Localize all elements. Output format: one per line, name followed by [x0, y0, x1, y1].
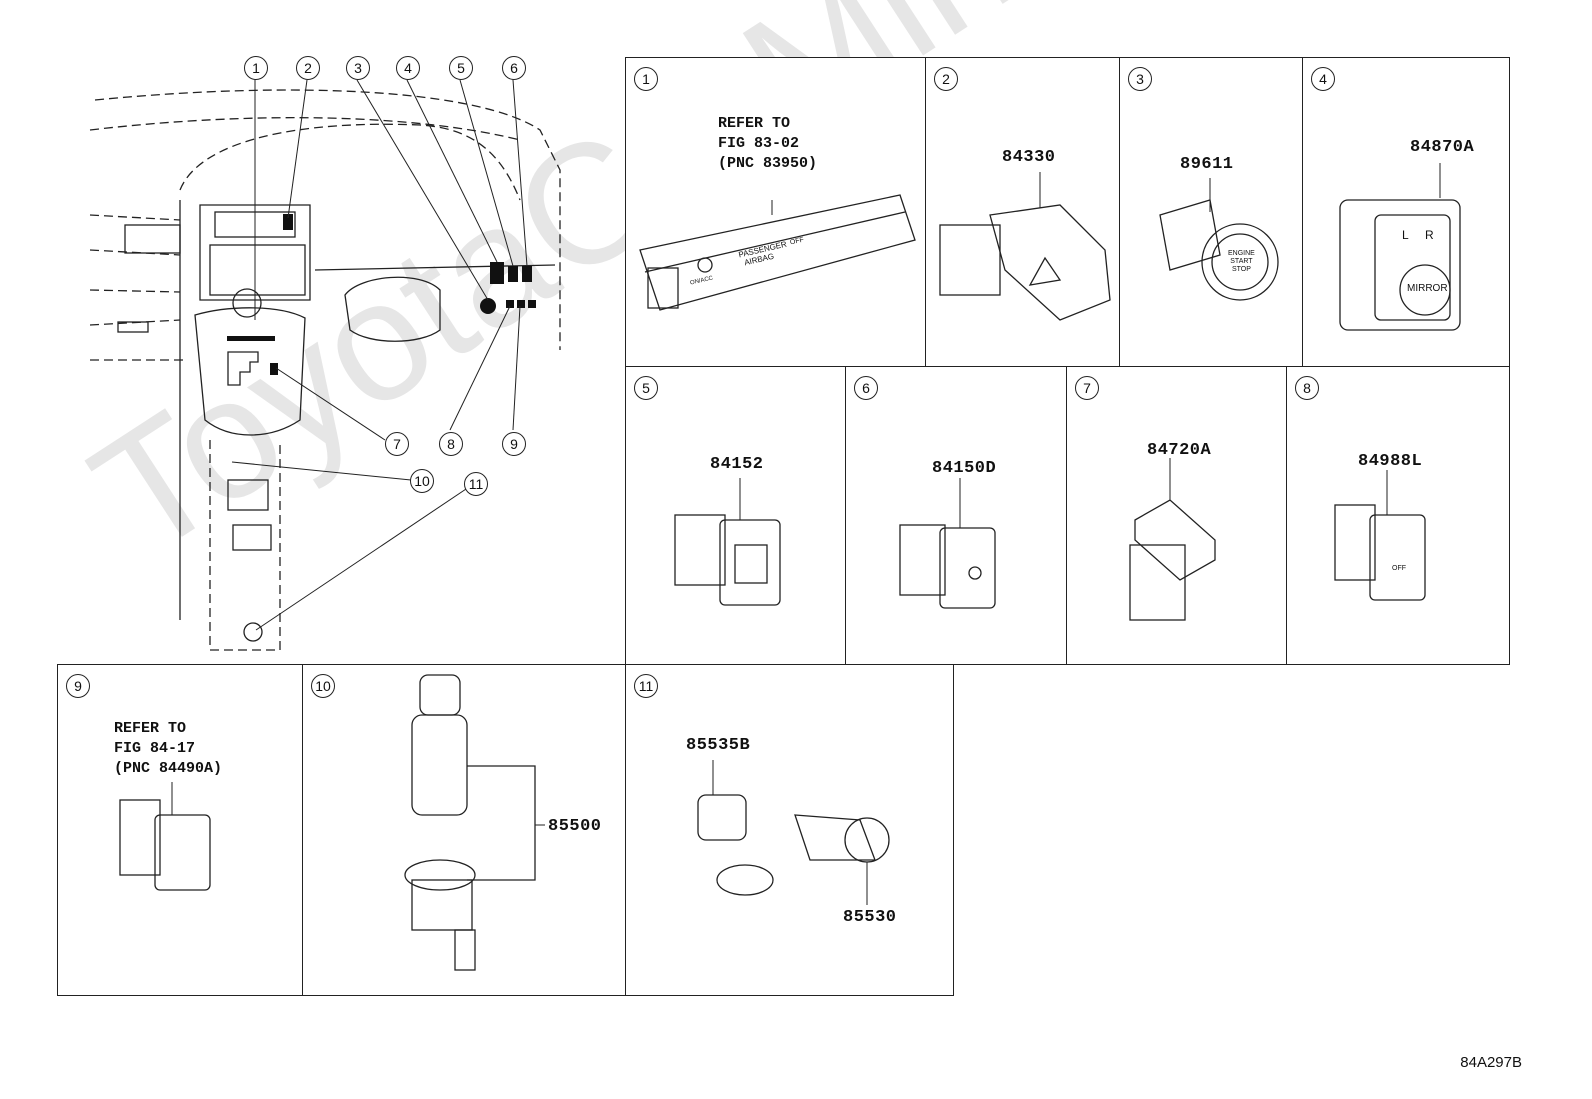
panel-2: [925, 57, 1120, 367]
vsc-off-label: OFF: [1392, 565, 1406, 572]
part-label-84150D: 84150D: [932, 459, 997, 478]
panel-8-number: 8: [1295, 376, 1319, 400]
panel-11: [625, 664, 954, 996]
panel-1-refer-text: REFER TO FIG 83-02 (PNC 83950): [718, 115, 818, 172]
panel-1: [625, 57, 926, 367]
panel-8: [1286, 366, 1510, 665]
part-label-85500: 85500: [548, 817, 602, 836]
part-label-84720A: 84720A: [1147, 441, 1212, 460]
mirror-l-label: L: [1402, 228, 1409, 242]
part-label-84870A: 84870A: [1410, 138, 1475, 157]
panel-5-number: 5: [634, 376, 658, 400]
part-label-85535B: 85535B: [686, 736, 751, 755]
overview-callout-5: 5: [449, 56, 473, 80]
start-button-text: ENGINE START STOP: [1228, 250, 1255, 274]
panel-4-number: 4: [1311, 67, 1335, 91]
panel-9-number: 9: [66, 674, 90, 698]
part-label-84988L: 84988L: [1358, 452, 1423, 471]
overview-callout-9: 9: [502, 432, 526, 456]
overview-callout-1: 1: [244, 56, 268, 80]
panel-5: [625, 366, 846, 665]
overview-callout-8: 8: [439, 432, 463, 456]
panel-7-number: 7: [1075, 376, 1099, 400]
overview-callout-3: 3: [346, 56, 370, 80]
mirror-r-label: R: [1425, 228, 1434, 242]
panel-3: [1119, 57, 1303, 367]
overview-callout-4: 4: [396, 56, 420, 80]
overview-callout-11: 11: [464, 472, 488, 496]
part-label-85530: 85530: [843, 908, 897, 927]
panel-6-number: 6: [854, 376, 878, 400]
panel-9-refer-text: REFER TO FIG 84-17 (PNC 84490A): [114, 720, 223, 777]
mirror-label: MIRROR: [1407, 283, 1448, 294]
panel-7: [1066, 366, 1287, 665]
overview-callout-2: 2: [296, 56, 320, 80]
part-label-84152: 84152: [710, 455, 764, 474]
part-label-84330: 84330: [1002, 148, 1056, 167]
start-label: START: [1230, 258, 1253, 265]
diagram-code: 84A297B: [1460, 1054, 1522, 1071]
panel-11-number: 11: [634, 674, 658, 698]
panel-1-number: 1: [634, 67, 658, 91]
panel-10-number: 10: [311, 674, 335, 698]
panel-6: [845, 366, 1067, 665]
overview-callout-6: 6: [502, 56, 526, 80]
overview-callout-7: 7: [385, 432, 409, 456]
engine-label: ENGINE: [1228, 250, 1255, 257]
panel-2-number: 2: [934, 67, 958, 91]
panel-4: [1302, 57, 1510, 367]
panel-9: [57, 664, 303, 996]
panel-3-number: 3: [1128, 67, 1152, 91]
overview-callout-10: 10: [410, 469, 434, 493]
stop-label: STOP: [1231, 266, 1251, 273]
part-label-89611: 89611: [1180, 155, 1234, 174]
